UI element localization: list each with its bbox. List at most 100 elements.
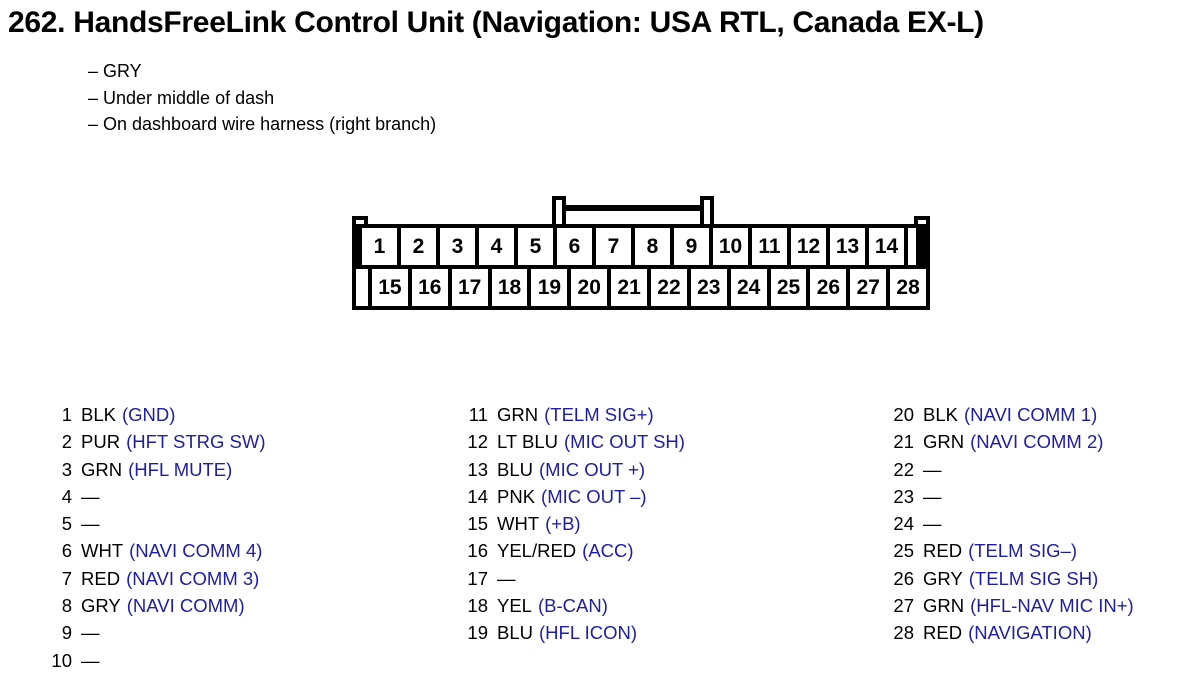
connector-pin-cell: 21 xyxy=(611,269,648,306)
pin-wire-color: BLK xyxy=(81,404,116,425)
connector-latch-post-right xyxy=(700,196,714,228)
connector-pin-cell: 20 xyxy=(571,269,608,306)
pin-number: 25 xyxy=(893,540,914,562)
pin-number: 3 xyxy=(61,458,72,480)
pin-number: 7 xyxy=(61,567,72,589)
pin-wire-color: — xyxy=(923,458,942,480)
connector-pin-cell: 17 xyxy=(451,269,488,306)
pin-wire-color: YEL/RED xyxy=(497,540,577,562)
pin-row: 1 BLK(GND) xyxy=(38,401,265,428)
pin-function: (NAVI COMM 2) xyxy=(970,431,1104,453)
pin-wire-color: BLU xyxy=(497,458,533,480)
pin-wire-color: RED xyxy=(923,540,963,562)
connector-pin-cell: 19 xyxy=(531,269,568,306)
pin-function: (HFL MUTE) xyxy=(128,458,233,480)
pin-wire-color: GRN xyxy=(923,595,965,617)
pin-number: 5 xyxy=(61,513,72,535)
pin-number: 11 xyxy=(468,404,488,425)
pin-function: (NAVI COMM 1) xyxy=(963,404,1098,425)
pin-wire-color: WHT xyxy=(497,513,540,535)
connector-pin-cell: 26 xyxy=(810,269,847,306)
connector-pin-cell: 25 xyxy=(770,269,807,306)
connector-pin-cell: 4 xyxy=(479,228,514,265)
note-harness: – On dashboard wire harness (right branc… xyxy=(88,114,437,134)
connector-pin-cell: 14 xyxy=(869,228,904,265)
pin-row: 22 — xyxy=(880,456,1134,483)
pin-function: (MIC OUT –) xyxy=(541,485,647,507)
pin-number: 4 xyxy=(61,485,72,507)
pin-wire-color: GRY xyxy=(923,567,963,589)
pin-row: 17 — xyxy=(454,565,685,592)
connector-pin-cell: 28 xyxy=(890,269,927,306)
pin-number: 22 xyxy=(893,458,914,480)
connector-pin-cell: 18 xyxy=(491,269,528,306)
pin-number: 27 xyxy=(893,595,914,617)
pin-number: 19 xyxy=(467,622,488,644)
pin-wire-color: — xyxy=(81,485,100,507)
pin-row: 15 WHT(+B) xyxy=(454,510,685,537)
pin-function: (NAVI COMM) xyxy=(126,595,245,617)
note-connector-color: – GRY xyxy=(88,61,142,81)
connector-pin-cell: 11 xyxy=(752,228,787,265)
pin-wire-color: LT BLU xyxy=(497,431,559,453)
pin-wire-color: — xyxy=(81,513,100,535)
pin-function: (GND) xyxy=(121,404,176,425)
connector-pin-cell: 6 xyxy=(557,228,592,265)
pin-wire-color: PNK xyxy=(497,485,536,507)
pin-wire-color: BLK xyxy=(923,404,958,425)
connector-notes: – GRY – Under middle of dash – On dashbo… xyxy=(88,58,436,138)
pin-function: (ACC) xyxy=(582,540,634,562)
pin-row: 4— xyxy=(38,483,265,510)
pin-number: 8 xyxy=(61,595,72,617)
pin-number: 6 xyxy=(61,540,72,562)
pin-number: 1 xyxy=(61,404,72,425)
pin-function: (HFT STRG SW) xyxy=(126,431,266,453)
pin-number: 17 xyxy=(467,567,488,589)
pin-number: 14 xyxy=(467,485,488,507)
pin-number: 21 xyxy=(893,431,914,453)
pin-wire-color: — xyxy=(497,567,516,589)
connector-pin-cell: 16 xyxy=(411,269,448,306)
connector-pin-cell: 1 xyxy=(362,228,397,265)
pin-number: 10 xyxy=(51,649,72,671)
pin-function: (NAVIGATION) xyxy=(968,622,1092,644)
pin-wire-color: — xyxy=(81,622,100,644)
connector-pin-cell: 8 xyxy=(635,228,670,265)
pin-wire-color: — xyxy=(81,649,100,671)
pin-function: (TELM SIG–) xyxy=(968,540,1078,562)
pin-number: 2 xyxy=(61,431,72,453)
pin-function: (NAVI COMM 4) xyxy=(129,540,263,562)
pin-number: 18 xyxy=(467,595,488,617)
pin-row: 9— xyxy=(38,619,265,646)
connector-pin-cell: 3 xyxy=(440,228,475,265)
pin-number: 15 xyxy=(467,513,488,535)
connector-blank-slot xyxy=(908,228,916,265)
pin-function: (TELM SIG+) xyxy=(544,404,654,425)
pin-function: (+B) xyxy=(545,513,581,535)
page-title: 262. HandsFreeLink Control Unit (Navigat… xyxy=(8,6,984,39)
connector-pin-cell: 22 xyxy=(651,269,687,306)
pin-number: 24 xyxy=(893,513,914,535)
pin-row: 24— xyxy=(880,510,1134,537)
pin-wire-color: GRN xyxy=(923,431,965,453)
connector-pin-cell: 13 xyxy=(830,228,865,265)
pin-function: (TELM SIG SH) xyxy=(968,567,1099,589)
connector-pin-cell: 9 xyxy=(674,228,709,265)
pin-number: 13 xyxy=(467,458,488,480)
pin-row: 5— xyxy=(38,510,265,537)
